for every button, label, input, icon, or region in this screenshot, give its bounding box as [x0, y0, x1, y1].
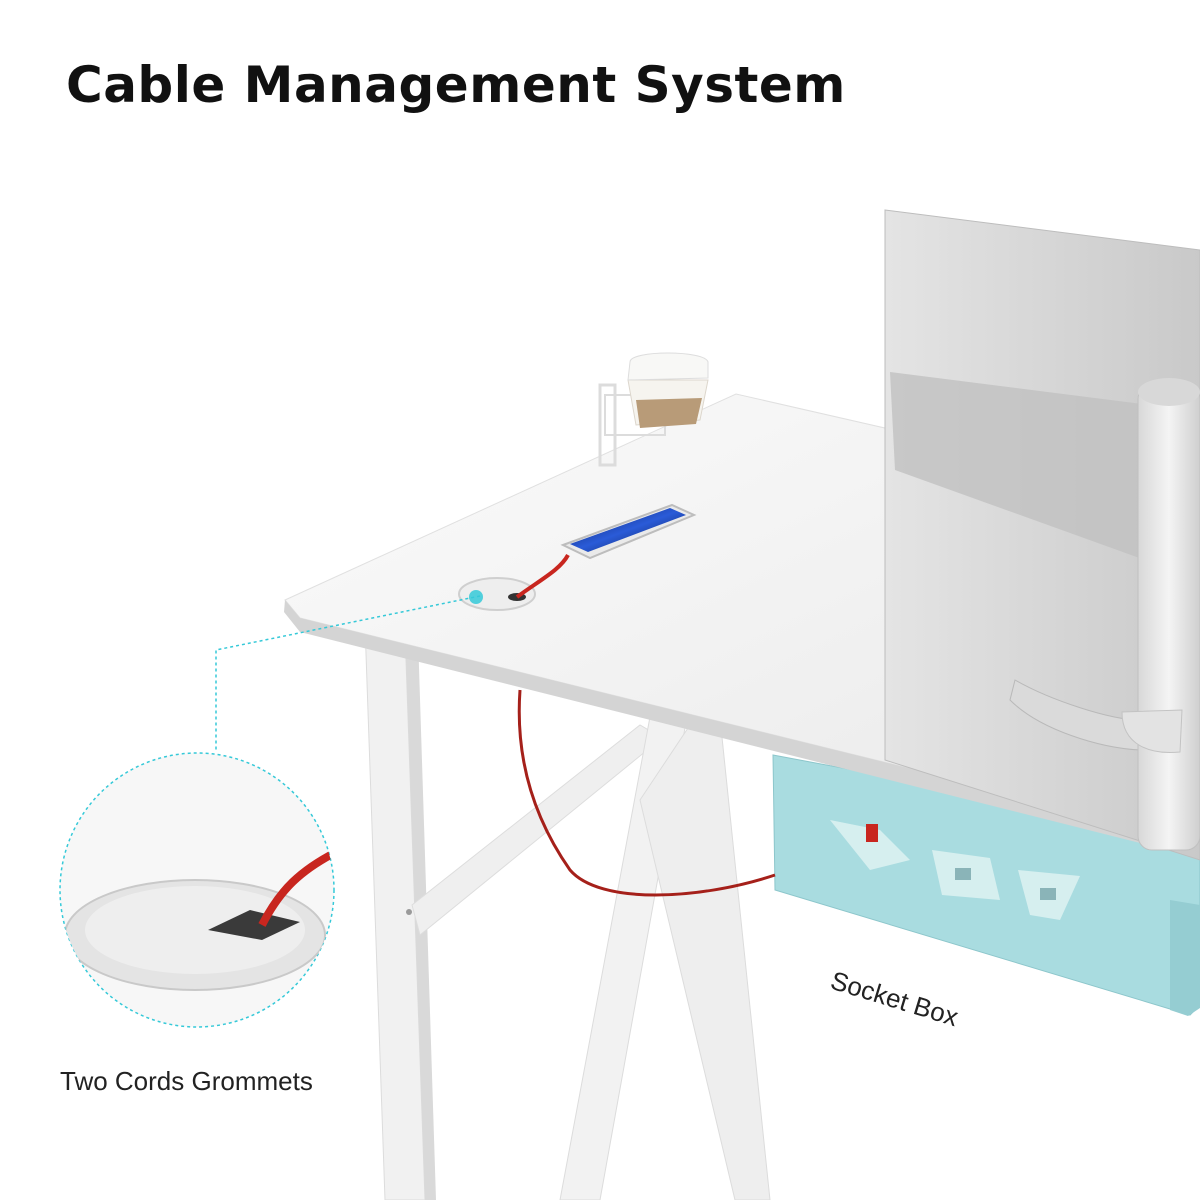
grommet-zoom-circle — [59, 752, 335, 1028]
desk-legs — [364, 624, 771, 1200]
smartphone — [560, 503, 697, 560]
callout-anchor-dot — [469, 590, 483, 604]
cable-under-desk — [517, 689, 776, 897]
grommet-label: Two Cords Grommets — [60, 1066, 313, 1096]
page-title: Cable Management System — [66, 56, 846, 114]
cable-to-phone — [515, 553, 570, 599]
monitor-arm-pole — [1121, 378, 1200, 851]
callout-connector — [215, 595, 481, 752]
coffee-cup — [627, 352, 709, 428]
monitor — [884, 209, 1200, 861]
